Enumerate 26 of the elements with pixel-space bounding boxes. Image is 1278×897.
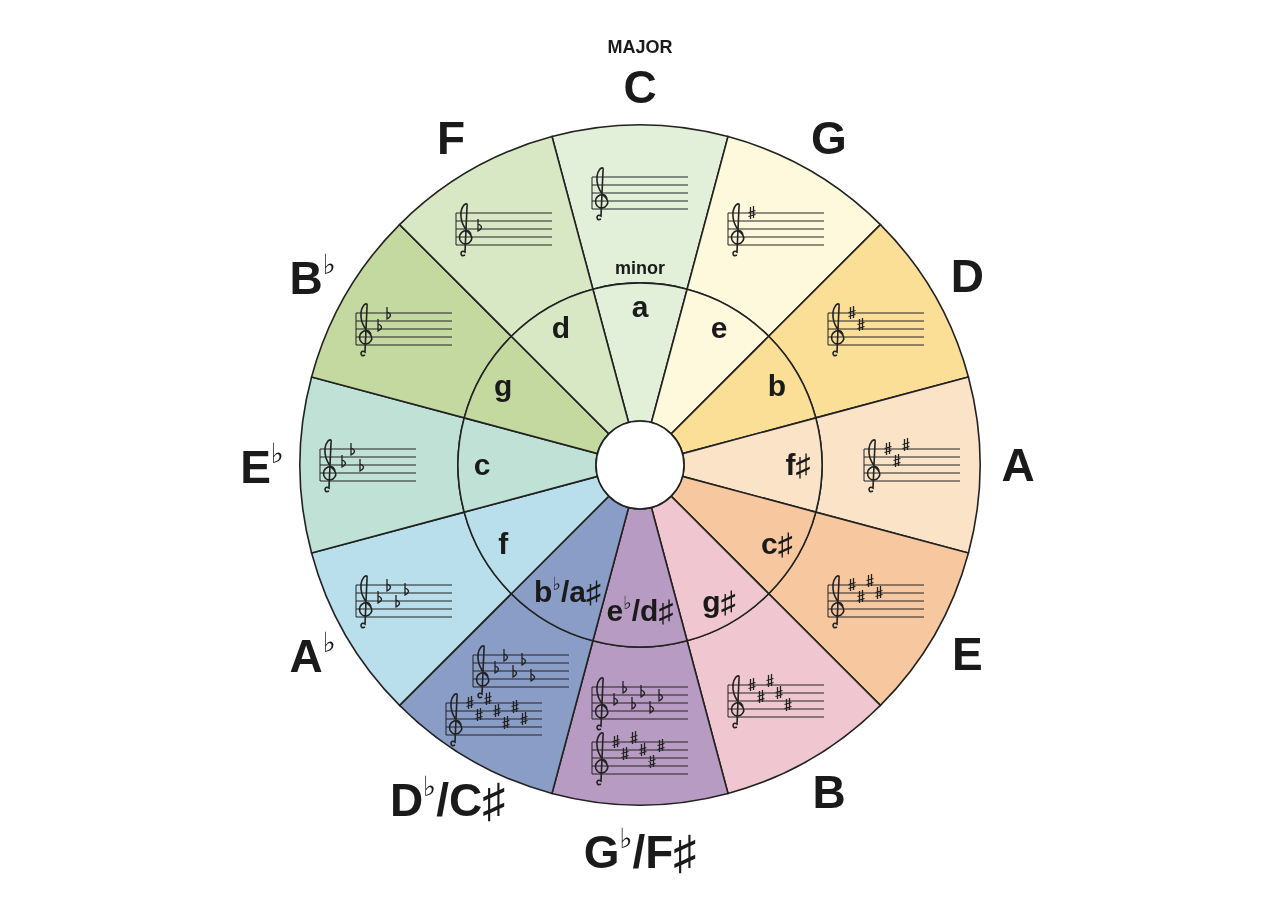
major-key-label: G	[811, 114, 847, 161]
minor-key-label: f	[498, 529, 509, 559]
minor-key-label: f♯	[785, 450, 811, 480]
minor-key-label: g♯	[702, 586, 736, 617]
minor-key-label: a	[631, 292, 649, 322]
major-key-label: D	[950, 253, 984, 299]
major-key-label: G$^{♭}$/F♯	[583, 825, 697, 875]
major-key-label: B$^{♭}$	[289, 251, 336, 301]
major-key-label: B	[812, 769, 846, 816]
minor-key-label: e	[710, 313, 728, 344]
inner-ring-heading: minor	[615, 259, 665, 277]
major-key-label: F	[436, 114, 466, 161]
minor-key-label: c♯	[761, 529, 793, 559]
major-key-label: C	[623, 64, 657, 110]
outer-ring-heading: MAJOR	[607, 38, 673, 56]
major-key-label: A	[1001, 442, 1035, 488]
minor-key-label: b	[767, 371, 786, 401]
minor-key-label: c	[473, 450, 491, 480]
major-key-label: D$^{♭}$/C♯	[389, 773, 506, 824]
major-key-label: E	[952, 631, 983, 677]
minor-key-label: e$^{♭}$/d♯	[606, 593, 674, 627]
minor-key-label: b$^{♭}$/a♯	[534, 574, 601, 607]
major-key-label: A$^{♭}$	[289, 629, 336, 679]
minor-key-label: d	[551, 313, 571, 344]
major-key-label: E$^{♭}$	[240, 440, 284, 490]
minor-key-label: g	[494, 371, 513, 401]
